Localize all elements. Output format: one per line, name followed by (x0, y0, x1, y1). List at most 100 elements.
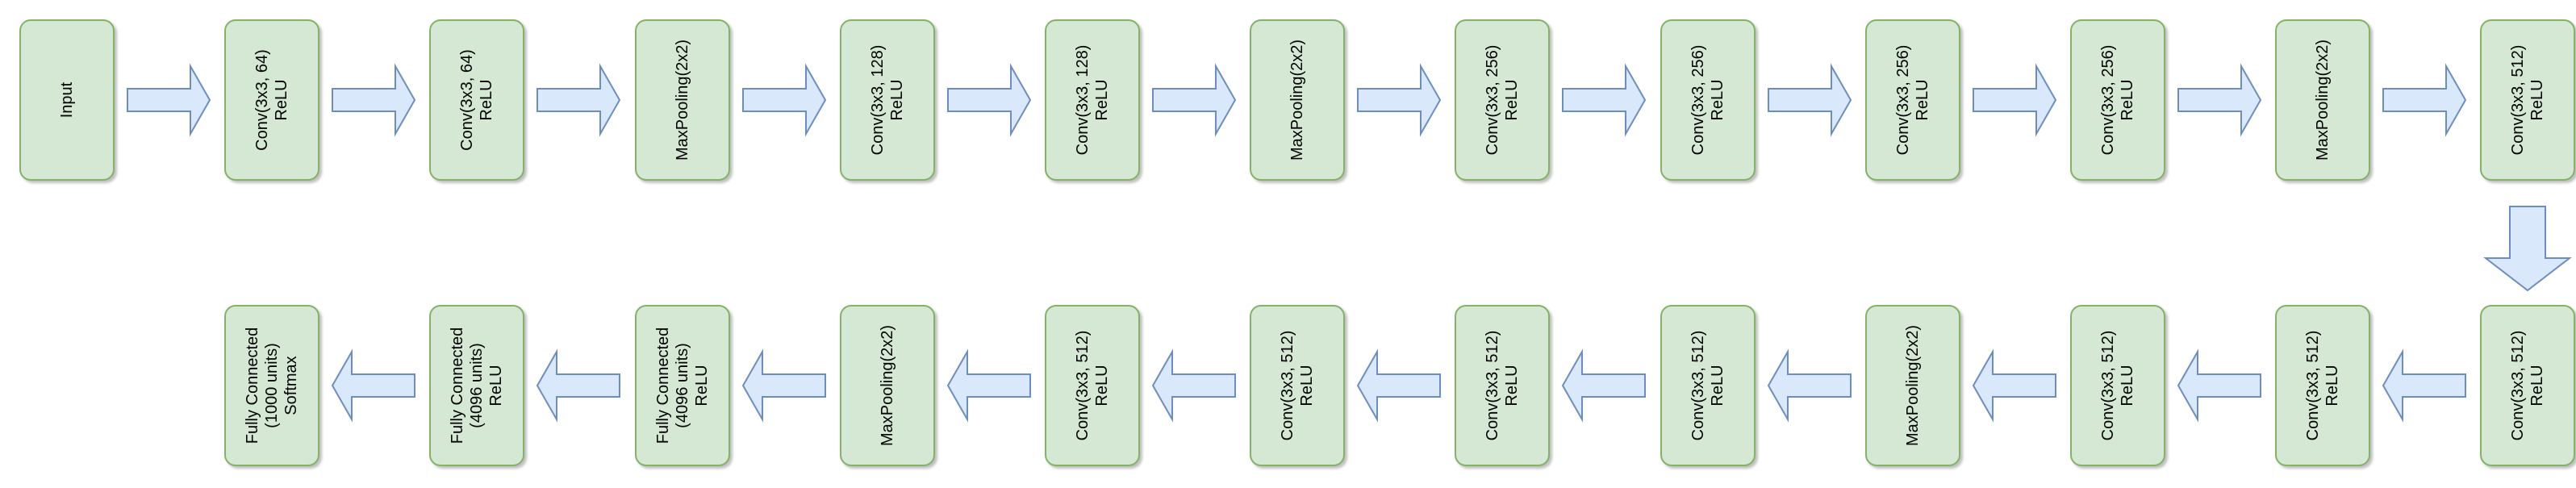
layer-label: Conv(3x3, 256)ReLU (1478, 21, 1526, 179)
layer-label-line: Input (58, 81, 76, 119)
layer-label: MaxPooling(2x2) (2298, 21, 2347, 179)
arrow-shape (2382, 63, 2467, 137)
layer-label-line: MaxPooling(2x2) (2314, 39, 2332, 161)
arrow-right (947, 63, 1032, 137)
arrow-left (2177, 348, 2261, 423)
layer-node-conv-3x3-256: Conv(3x3, 256)ReLU (1865, 19, 1960, 181)
arrow-right (1768, 63, 1852, 137)
arrow-right (536, 63, 621, 137)
layer-node-conv-3x3-64: Conv(3x3, 64)ReLU (429, 19, 524, 181)
layer-label-line: (4096 units) (468, 343, 486, 428)
layer-node-fully-connected: Fully Connected(4096 units)ReLU (429, 305, 524, 466)
layer-label: Input (43, 21, 91, 179)
layer-label: Fully Connected(4096 units)ReLU (449, 307, 505, 465)
layer-label: Conv(3x3, 256)ReLU (1684, 21, 1732, 179)
layer-label-line: Conv(3x3, 512) (1484, 330, 1501, 441)
arrow-shape (1152, 63, 1237, 137)
layer-node-maxpooling-2x2: MaxPooling(2x2) (1865, 305, 1960, 466)
arrow-shape (2483, 206, 2572, 292)
layer-label-line: ReLU (2323, 365, 2341, 407)
layer-label: Conv(3x3, 256)ReLU (2094, 21, 2142, 179)
layer-label-line: MaxPooling(2x2) (879, 324, 896, 447)
layer-node-conv-3x3-512: Conv(3x3, 512)ReLU (1250, 305, 1345, 466)
layer-label-line: Conv(3x3, 256) (2099, 44, 2117, 156)
arrow-right (1357, 63, 1442, 137)
arrow-shape (1151, 348, 1236, 423)
layer-label-line: Conv(3x3, 512) (2509, 44, 2527, 156)
layer-label: Conv(3x3, 512)ReLU (2298, 307, 2347, 465)
arrow-shape (946, 348, 1031, 423)
layer-label-line: ReLU (1914, 79, 1931, 121)
arrow-left (1151, 348, 1236, 423)
layer-label-line: Conv(3x3, 256) (1894, 44, 1912, 156)
arrow-right (2177, 63, 2262, 137)
layer-label: Conv(3x3, 64)ReLU (453, 21, 501, 179)
layer-label-line: ReLU (1503, 79, 1521, 121)
layer-label-line: Fully Connected (449, 327, 466, 444)
layer-label-line: ReLU (1298, 365, 1316, 407)
layer-label-line: Conv(3x3, 512) (1074, 330, 1092, 441)
layer-label-line: MaxPooling(2x2) (1288, 39, 1306, 161)
layer-label-line: Conv(3x3, 256) (1484, 44, 1501, 156)
arrow-down (2483, 206, 2572, 292)
arrow-left (946, 348, 1031, 423)
layer-label: MaxPooling(2x2) (1889, 307, 1937, 465)
layer-label-line: Conv(3x3, 512) (1689, 330, 1707, 441)
arrow-shape (1768, 63, 1852, 137)
layer-label-line: ReLU (888, 79, 906, 121)
arrow-right (742, 63, 827, 137)
arrow-left (1356, 348, 1441, 423)
layer-node-conv-3x3-128: Conv(3x3, 128)ReLU (840, 19, 935, 181)
layer-node-maxpooling-2x2: MaxPooling(2x2) (635, 19, 730, 181)
arrow-left (536, 348, 620, 423)
layer-label-line: ReLU (1093, 365, 1111, 407)
layer-node-conv-3x3-512: Conv(3x3, 512)ReLU (2070, 305, 2165, 466)
arrow-shape (536, 348, 620, 423)
layer-label: Fully Connected(4096 units)ReLU (654, 307, 711, 465)
arrow-left (1972, 348, 2056, 423)
arrow-right (1562, 63, 1647, 137)
layer-label: Conv(3x3, 256)ReLU (1889, 21, 1937, 179)
layer-label: Conv(3x3, 512)ReLU (1068, 307, 1117, 465)
arrow-left (1561, 348, 1646, 423)
layer-node-input: Input (19, 19, 115, 181)
layer-label-line: ReLU (2119, 365, 2136, 407)
layer-node-maxpooling-2x2: MaxPooling(2x2) (1250, 19, 1345, 181)
arrow-shape (332, 63, 416, 137)
arrow-shape (947, 63, 1032, 137)
layer-label-line: ReLU (2119, 79, 2136, 121)
layer-label: Fully Connected(1000 units)Softmax (244, 307, 300, 465)
layer-label-line: Fully Connected (654, 327, 672, 444)
layer-label-line: Conv(3x3, 128) (869, 44, 887, 156)
arrow-shape (1972, 348, 2056, 423)
layer-label-line: Conv(3x3, 256) (1689, 44, 1707, 156)
layer-label-line: ReLU (1709, 365, 1726, 407)
arrow-shape (1973, 63, 2057, 137)
arrow-right (127, 63, 211, 137)
layer-label: MaxPooling(2x2) (863, 307, 912, 465)
arrow-shape (127, 63, 211, 137)
layer-node-fully-connected: Fully Connected(1000 units)Softmax (224, 305, 319, 466)
layer-label-line: ReLU (1093, 79, 1111, 121)
arrow-shape (536, 63, 621, 137)
layer-label-line: Conv(3x3, 512) (2509, 330, 2527, 441)
layer-node-conv-3x3-512: Conv(3x3, 512)ReLU (1455, 305, 1550, 466)
layer-node-conv-3x3-256: Conv(3x3, 256)ReLU (1455, 19, 1550, 181)
layer-label-line: Conv(3x3, 64) (253, 49, 271, 151)
layer-node-conv-3x3-512: Conv(3x3, 512)ReLU (2480, 19, 2575, 181)
arrow-shape (1767, 348, 1852, 423)
arrow-right (1152, 63, 1237, 137)
layer-label-line: MaxPooling(2x2) (674, 39, 691, 161)
layer-label-line: Conv(3x3, 512) (1279, 330, 1296, 441)
layer-label-line: Conv(3x3, 128) (1074, 44, 1092, 156)
layer-label-line: MaxPooling(2x2) (1904, 324, 1922, 447)
layer-label-line: Conv(3x3, 512) (2099, 330, 2117, 441)
arrow-left (1767, 348, 1852, 423)
arrow-left (331, 348, 415, 423)
arrow-shape (2177, 63, 2262, 137)
layer-label: MaxPooling(2x2) (1273, 21, 1321, 179)
layer-label-line: ReLU (1709, 79, 1726, 121)
arrow-shape (2382, 348, 2466, 423)
layer-label-line: ReLU (693, 365, 711, 407)
